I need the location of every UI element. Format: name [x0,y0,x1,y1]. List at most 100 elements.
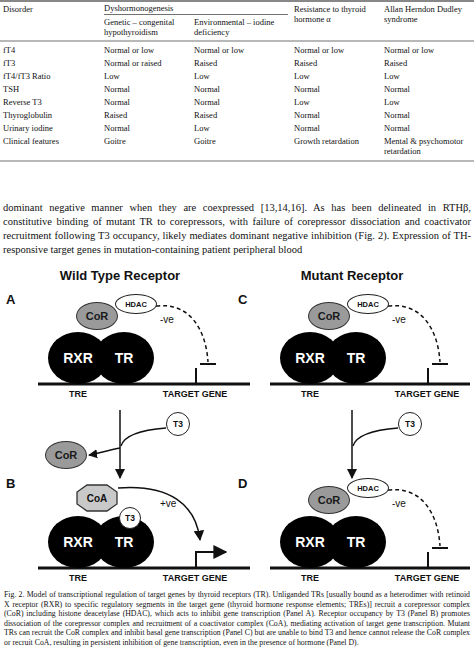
table-rule [104,14,288,15]
table-cell: Growth retardation [294,136,382,146]
table-header: Resistance to thyroid hormone α [294,4,380,24]
table-cell: Normal [384,110,470,120]
corepressor-ellipse: CoR [308,302,350,330]
table-rule [0,1,474,2]
node-text: TR [347,534,366,550]
panel-letter: C [238,292,258,307]
receptor-ellipse: TR [94,332,154,384]
transition-arrow [351,410,353,478]
gene-label: TARGET GENE [372,389,474,400]
table-cell: Normal or low [104,45,192,55]
dna-strand [270,567,470,570]
node-text: HDAC [357,484,379,493]
table-cell: Raised [294,58,382,68]
hormone-circle: T3 [166,412,190,436]
table-cell: Low [384,97,470,107]
node-text: CoR [55,449,78,461]
hdac-ellipse: HDAC [347,478,389,498]
table-header: Allan Herndon Dudley syndrome [384,4,470,24]
table-rule [0,41,474,42]
panel-letter: A [6,292,26,307]
table-cell: Normal [384,123,470,133]
hormone-circle: T3 [119,507,141,529]
hormone-circle: T3 [398,412,422,436]
table-cell: Normal [104,97,192,107]
binding-curve [121,428,166,446]
table-cell: Normal [294,84,382,94]
element-label: TRE [280,389,340,400]
node-text: T3 [173,419,183,429]
table-cell: Raised [104,110,192,120]
node-text: CoA [87,493,108,504]
table-cell: Normal or low [384,45,470,55]
node-text: RXR [295,350,325,366]
gene-label: TARGET GENE [140,389,250,400]
table-header: Genetic – congenital hypothyroidism [104,17,190,37]
table-header: Environmental – iodine deficiency [194,17,290,37]
effect-sign: -ve [392,498,422,510]
table-cell: Normal [194,84,290,94]
table-rule [0,161,474,162]
table-cell: Raised [194,110,290,120]
row-header: Reverse T3 [3,97,101,107]
node-text: RXR [63,534,93,550]
table-cell: Normal [104,123,192,133]
release-arrow [89,448,120,455]
table-cell: Normal or raised [104,58,192,68]
node-text: TR [115,534,134,550]
table-cell: Normal [294,110,382,120]
coactivator-octagon: CoA [76,484,118,512]
gene-label: TARGET GENE [140,573,250,584]
hdac-ellipse: HDAC [347,294,389,314]
table-header: Disorder [3,4,101,14]
inhibit-bar [432,547,448,549]
node-text: HDAC [357,300,379,309]
panel-letter: B [6,476,26,491]
corepressor-ellipse: CoR [308,486,350,514]
table-cell: Normal or low [294,45,382,55]
table-cell: Low [104,71,192,81]
corepressor-ellipse: CoR [45,441,87,469]
element-label: TRE [48,389,108,400]
transition-arrow [119,410,121,478]
node-text: CoR [318,310,341,322]
node-text: T3 [405,419,415,429]
table-cell: Low [384,71,470,81]
binding-curve [353,428,398,446]
table-cell: Goitre [194,136,290,146]
table-cell: Normal or low [194,45,290,55]
row-header: fT4/fT3 Ratio [3,71,101,81]
inhibit-arrow [388,306,440,362]
body-text: dominant negative manner when they are c… [3,201,471,257]
table-cell: Normal [104,84,192,94]
figure-caption: Fig. 2. Model of transcriptional regulat… [4,590,470,648]
node-text: RXR [63,350,93,366]
node-text: HDAC [125,300,147,309]
table-cell: Normal [294,123,382,133]
node-text: CoR [86,310,109,322]
panel-heading: Wild Type Receptor [30,268,210,284]
row-header: TSH [3,84,101,94]
row-header: fT4 [3,45,101,55]
table-cell: Raised [384,58,470,68]
corepressor-ellipse: CoR [76,302,118,330]
receptor-ellipse: TR [326,516,386,568]
promoter-arrow [196,552,226,568]
node-text: RXR [295,534,325,550]
inhibit-bar [432,363,448,365]
row-header: Urinary iodine [3,123,101,133]
panel-heading: Mutant Receptor [262,268,442,284]
node-text: CoR [318,494,341,506]
effect-sign: +ve [160,498,190,510]
table-header: Dyshormonogenesis [104,3,290,13]
effect-sign: -ve [392,314,422,326]
promoter-mark [427,552,429,568]
table-cell: Mental & psychomotor retardation [384,136,470,156]
element-label: TRE [48,573,108,584]
table-cell: Low [294,97,382,107]
octagon-shape [77,485,117,511]
promoter-mark [427,368,429,384]
receptor-ellipse: TR [326,332,386,384]
dna-strand [270,383,470,386]
